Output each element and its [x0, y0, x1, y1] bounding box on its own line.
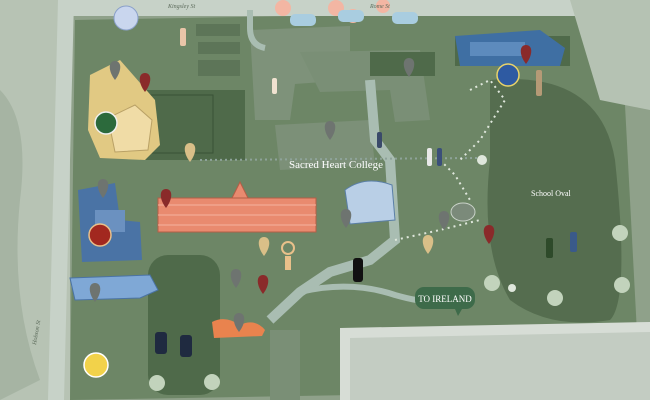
- street-label-left: Hobson St: [32, 320, 42, 347]
- students-group-2: [180, 335, 192, 357]
- tree-5: [149, 375, 165, 391]
- bldg-central-north: [250, 26, 350, 120]
- pin-tan-2[interactable]: [258, 237, 270, 256]
- tree-blossom-1: [275, 0, 291, 16]
- bldg-chapel-blue[interactable]: [344, 180, 396, 225]
- pin-red-5[interactable]: [520, 45, 532, 64]
- students-group-1: [155, 332, 167, 354]
- pin-grey-4[interactable]: [324, 121, 336, 140]
- pin-grey-9[interactable]: [233, 313, 245, 332]
- pin-red-3[interactable]: [257, 275, 269, 294]
- person-3: [377, 132, 382, 148]
- bldg-chapel-area: [275, 120, 375, 170]
- bldg-1: [196, 24, 240, 36]
- tree-6: [204, 374, 220, 390]
- pin-tan-1[interactable]: [184, 143, 196, 162]
- tree-2: [614, 277, 630, 293]
- road-top: [70, 0, 650, 16]
- plaza-inner: [350, 332, 650, 400]
- outer-area-top-right: [570, 0, 650, 110]
- outer-area-left-shade: [0, 90, 40, 400]
- person-2: [272, 78, 277, 94]
- pin-tan-3[interactable]: [422, 235, 434, 254]
- nun-figure: [353, 258, 363, 282]
- tree-blossom-4: [376, 0, 390, 13]
- bldg-west-tan-roof: [107, 104, 153, 153]
- statue[interactable]: [281, 241, 295, 255]
- car-2: [338, 10, 364, 22]
- path-dots-3: [394, 219, 481, 241]
- bldg-south: [270, 330, 300, 400]
- grotto[interactable]: [450, 202, 476, 222]
- tree-8: [508, 284, 516, 292]
- pin-red-2[interactable]: [160, 189, 172, 208]
- player-1: [546, 238, 553, 258]
- pin-grey-2[interactable]: [97, 179, 109, 198]
- statue-base: [285, 256, 291, 270]
- crest-red[interactable]: [88, 223, 112, 247]
- tree-7: [477, 155, 487, 165]
- crest-blue[interactable]: [496, 63, 520, 87]
- bldg-southwest-blue[interactable]: [69, 274, 159, 301]
- crest-yellow[interactable]: [83, 352, 109, 378]
- crest-green[interactable]: [94, 111, 118, 135]
- bldg-2: [198, 42, 240, 54]
- to-ireland-button-tail: [455, 309, 462, 316]
- person-4: [427, 148, 432, 166]
- road-left: [48, 0, 74, 400]
- tree-3: [547, 290, 563, 306]
- car-1: [290, 14, 316, 26]
- person-1: [180, 28, 186, 46]
- path-dots-1: [439, 159, 471, 201]
- pin-red-4[interactable]: [483, 225, 495, 244]
- path-dots-west: [199, 157, 481, 161]
- bldg-3: [198, 60, 240, 76]
- to-ireland-button[interactable]: TO IRELAND: [415, 287, 475, 316]
- tree-4: [484, 275, 500, 291]
- to-ireland-button-bg: [415, 287, 475, 309]
- bldg-main-salmon-tower: [231, 180, 249, 199]
- tree-1: [612, 225, 628, 241]
- pin-grey-6[interactable]: [230, 269, 242, 288]
- pin-grey-5[interactable]: [340, 209, 352, 228]
- pin-layer: [89, 45, 532, 332]
- path-dots-2: [459, 78, 507, 161]
- pin-red-1[interactable]: [139, 73, 151, 92]
- person-5: [437, 148, 442, 166]
- pin-grey-3[interactable]: [403, 58, 415, 77]
- pin-grey-1[interactable]: [109, 61, 121, 80]
- lawn-southwest: [148, 255, 220, 395]
- pin-grey-7[interactable]: [438, 211, 450, 230]
- bldg-northeast-roof: [470, 42, 525, 56]
- person-6: [536, 70, 542, 96]
- to-ireland-button-label: TO IRELAND: [418, 294, 472, 304]
- street-label-top-2: Rome St: [369, 4, 390, 10]
- street-label-top-1: Kingsley St: [167, 4, 195, 10]
- map-title: Sacred Heart College: [289, 159, 383, 171]
- school-oval[interactable]: [487, 79, 622, 323]
- globe-sculpture: [113, 5, 139, 31]
- player-2: [570, 232, 577, 252]
- bldg-main-salmon-lines: [158, 204, 316, 226]
- car-3: [392, 12, 418, 24]
- lawn-north: [370, 52, 435, 76]
- pin-grey-8[interactable]: [89, 283, 101, 302]
- oval-label: School Oval: [531, 189, 572, 198]
- path-north: [247, 10, 266, 51]
